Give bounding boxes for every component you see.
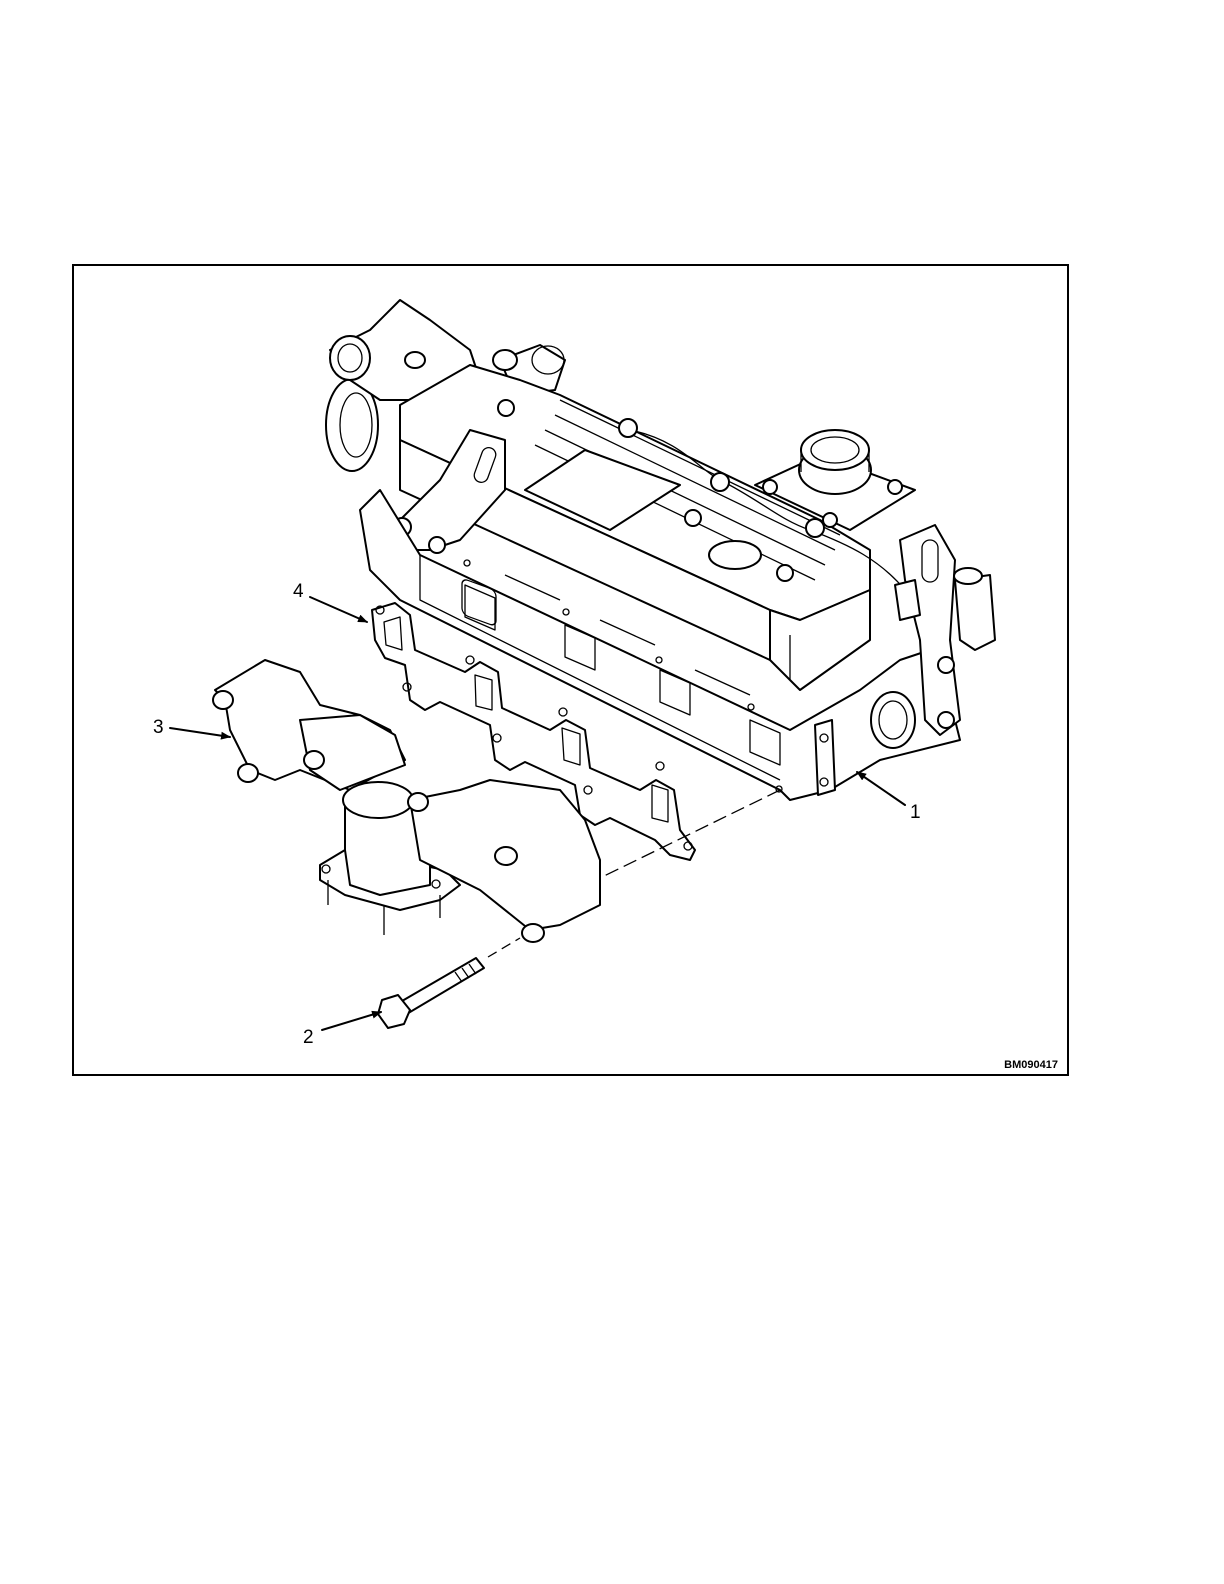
callout-1: 1: [910, 802, 921, 823]
manifold-bolt: [378, 958, 484, 1028]
callout-2-leader: [322, 1012, 381, 1030]
callout-2: 2: [303, 1027, 314, 1048]
exhaust-manifold: [213, 660, 600, 942]
cylinder-head-assembly: [326, 300, 995, 800]
callout-1-leader: [857, 772, 905, 805]
callout-3-leader: [170, 728, 230, 737]
callout-3: 3: [153, 717, 164, 738]
figure-id: BM090417: [1004, 1059, 1058, 1071]
callout-4: 4: [293, 581, 304, 602]
callout-4-leader: [310, 597, 367, 622]
